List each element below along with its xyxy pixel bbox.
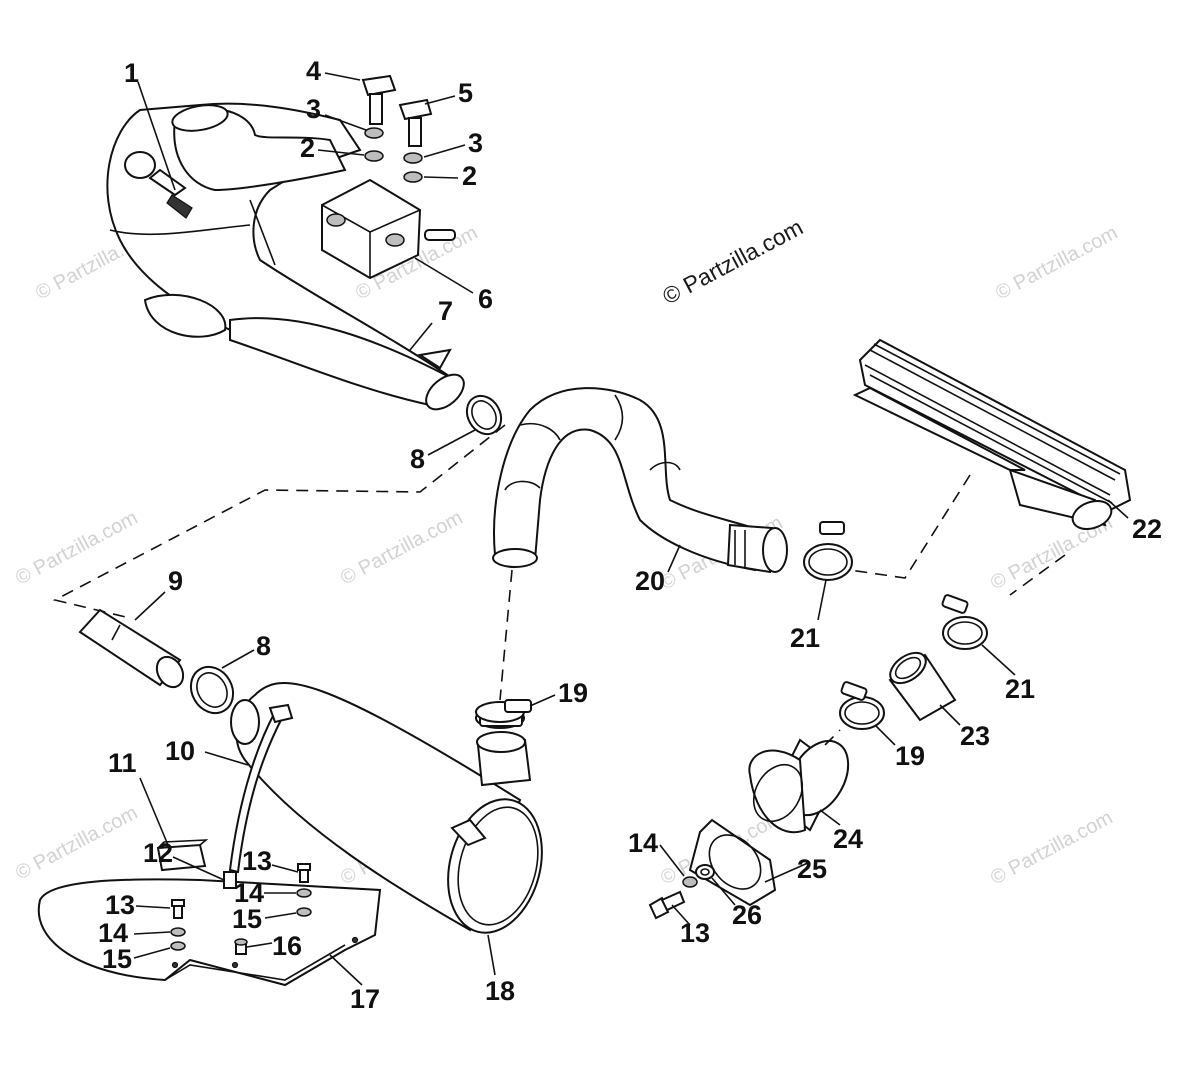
washer-2a <box>364 150 384 162</box>
washer-26 <box>695 864 715 880</box>
callout-17: 17 <box>350 984 380 1014</box>
hose-clamp-19a <box>475 699 532 729</box>
callout-10: 10 <box>165 736 195 766</box>
callout-9: 9 <box>168 566 183 596</box>
spring-clamp-8a <box>465 394 503 436</box>
callout-19: 19 <box>895 741 925 771</box>
callout-14: 14 <box>234 878 264 908</box>
coupler-23 <box>888 651 957 722</box>
silencer-22 <box>852 338 1132 531</box>
hose-clamp-19b <box>839 681 885 730</box>
callout-8: 8 <box>256 631 271 661</box>
callout-20: 20 <box>635 566 665 596</box>
washer-14c <box>682 876 698 888</box>
pad-11 <box>156 839 209 872</box>
washer-15a <box>170 941 186 951</box>
hose-clamp-21b <box>941 594 988 650</box>
callout-13: 13 <box>242 846 272 876</box>
callout-2: 2 <box>462 161 477 191</box>
callout-14: 14 <box>628 828 658 858</box>
connector-line <box>824 729 841 746</box>
copyright-notice: © Partzilla.com <box>658 214 807 310</box>
callout-7: 7 <box>438 296 453 326</box>
callout-15: 15 <box>232 904 262 934</box>
callout-labels: 1 4 5 3 3 2 2 6 7 8 8 9 10 11 12 13 13 1… <box>98 56 1162 1014</box>
callout-1: 1 <box>124 58 139 88</box>
bolt-5 <box>398 98 433 147</box>
bolt-4 <box>361 74 397 125</box>
nut-16 <box>234 938 248 955</box>
spring-clamp-8b <box>189 665 235 715</box>
callout-11: 11 <box>108 748 137 778</box>
callout-3: 3 <box>306 94 321 124</box>
washer-3a <box>364 127 384 139</box>
callout-23: 23 <box>960 721 990 751</box>
gasket-25 <box>688 818 777 907</box>
bracket-17 <box>37 878 382 987</box>
connector-line <box>499 569 513 701</box>
callout-25: 25 <box>797 854 827 884</box>
callout-21: 21 <box>790 623 820 653</box>
callout-18: 18 <box>485 976 515 1006</box>
bolt-13b <box>297 863 311 883</box>
muffler-18 <box>230 682 543 934</box>
watermark: © Partzilla.com <box>337 507 466 590</box>
washer-2b <box>403 171 423 183</box>
callout-13: 13 <box>105 890 135 920</box>
connector-line <box>52 424 506 619</box>
callout-14: 14 <box>98 918 128 948</box>
callout-15: 15 <box>102 944 132 974</box>
adapter-24 <box>748 738 850 834</box>
callout-4: 4 <box>306 56 321 86</box>
callout-22: 22 <box>1132 514 1162 544</box>
callout-2: 2 <box>300 133 315 163</box>
callout-13: 13 <box>680 918 710 948</box>
hose-clamp-21a <box>803 521 853 581</box>
strap-10-end <box>268 703 294 724</box>
watermark: © Partzilla.com <box>12 802 141 885</box>
connector-line <box>849 474 971 579</box>
callout-5: 5 <box>458 78 473 108</box>
callout-26: 26 <box>732 900 762 930</box>
callout-24: 24 <box>833 824 863 854</box>
washer-14a <box>170 927 186 937</box>
watermark: © Partzilla.com <box>987 807 1116 890</box>
callout-6: 6 <box>478 284 493 314</box>
watermark: © Partzilla.com <box>992 222 1121 305</box>
callout-12: 12 <box>143 838 173 868</box>
watermark: © Partzilla.com <box>12 507 141 590</box>
washer-15b <box>296 907 312 917</box>
exhaust-tube-20 <box>492 387 788 574</box>
connector-line <box>1009 554 1066 596</box>
callout-8: 8 <box>410 444 425 474</box>
bolt-13c <box>648 890 686 920</box>
washer-3b <box>403 152 423 164</box>
callout-16: 16 <box>272 931 302 961</box>
expansion-chamber <box>106 102 465 411</box>
tailpipe-9 <box>78 608 185 689</box>
callout-21: 21 <box>1005 674 1035 704</box>
callout-3: 3 <box>468 128 483 158</box>
strap-10 <box>228 710 285 874</box>
exhaust-manifold <box>321 178 456 280</box>
callout-19: 19 <box>558 678 588 708</box>
leader-lines <box>133 72 1129 986</box>
bolt-13a <box>171 899 185 919</box>
washer-14b <box>296 888 312 898</box>
